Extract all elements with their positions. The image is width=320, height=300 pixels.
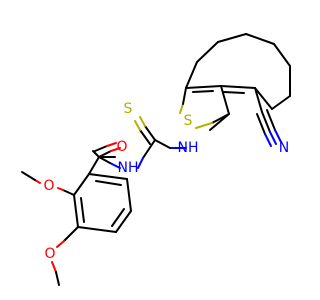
bond-ring8-3 xyxy=(217,33,247,43)
bond-co-o-2 xyxy=(98,150,112,158)
atom-nh-right: NH xyxy=(178,140,199,156)
bond-nh2-co xyxy=(109,162,121,169)
bond-c3-c2 xyxy=(220,85,230,115)
bond-c3-c3a xyxy=(220,85,256,89)
bond-cn-triple-3b xyxy=(274,129,282,143)
bond-cs-1b xyxy=(139,116,146,127)
bond-bz-omethoxy-lower xyxy=(63,226,79,242)
bond-cn-triple-1 xyxy=(261,111,271,133)
bond-c2-nh xyxy=(209,113,230,131)
bond-s-c8a-black xyxy=(182,87,187,105)
atom-nh-left: NH xyxy=(118,160,139,176)
bond-bz-3 xyxy=(115,210,132,233)
bond-bz-4 xyxy=(77,226,117,233)
bond-bz-2 xyxy=(126,178,132,212)
bond-ring8-1 xyxy=(185,61,198,89)
bond-cn-triple-2b xyxy=(264,133,272,147)
bond-bz-5 xyxy=(73,194,79,228)
bond-co-o-3b xyxy=(106,142,117,147)
bond-co-o-3 xyxy=(94,145,108,152)
atom-nitrile-n: N xyxy=(279,140,289,156)
bond-c3a-cn xyxy=(254,87,263,113)
bond-omethoxy-upper-red xyxy=(57,187,64,191)
bond-s-c8a xyxy=(179,103,184,114)
bond-c8a-c3-double xyxy=(192,90,214,93)
bond-cs-2b xyxy=(134,120,141,131)
bond-ring8-8 xyxy=(254,87,273,110)
bonds xyxy=(21,33,291,286)
bond-c2-s xyxy=(195,122,213,129)
bond-fused xyxy=(185,85,222,89)
atom-ring-sulfur: S xyxy=(184,113,193,129)
bond-nh-c-black xyxy=(154,139,171,149)
bond-omethoxy-lower-red xyxy=(56,240,65,248)
bond-bz-double-3 xyxy=(80,197,85,223)
bond-cn-triple-1b xyxy=(269,131,277,145)
bond-cn-triple-2 xyxy=(256,113,266,135)
bond-bz-double-1 xyxy=(95,180,122,186)
bond-ome-lower-ch3-black xyxy=(55,271,60,286)
atom-methoxy-o-upper: O xyxy=(43,178,54,194)
bond-c-nh2 xyxy=(142,139,156,159)
bond-co-ring xyxy=(88,156,100,175)
molecule-structure: S S NH NH N O O O xyxy=(21,33,291,286)
bond-ring8-2 xyxy=(196,41,219,63)
bond-ome-upper-ch3-black xyxy=(21,171,36,181)
atom-labels: S S NH NH N O O O xyxy=(43,101,289,262)
bond-cs-1 xyxy=(144,125,156,141)
bond-bz-6 xyxy=(73,173,90,196)
bond-ring8-5 xyxy=(273,43,291,67)
bond-bz-1 xyxy=(88,173,128,180)
bond-c-nh2-blue xyxy=(137,157,144,169)
bond-co-o-1 xyxy=(92,150,100,158)
atom-methoxy-o-lower: O xyxy=(44,246,55,262)
atom-thio-sulfur: S xyxy=(124,101,133,117)
bond-ring8-7 xyxy=(271,95,291,110)
atom-carbonyl-o: O xyxy=(116,139,127,155)
bond-co-o-2b xyxy=(110,147,121,152)
bond-bz-omethoxy-upper xyxy=(62,189,75,196)
bond-ring8-4 xyxy=(245,33,275,45)
bond-c3-c3a-double xyxy=(223,91,245,94)
bond-cs-2 xyxy=(139,129,151,145)
bond-ome-lower-ch3 xyxy=(51,261,57,273)
bond-cn-triple-3 xyxy=(266,109,276,131)
bond-bz-double-2 xyxy=(111,208,125,227)
